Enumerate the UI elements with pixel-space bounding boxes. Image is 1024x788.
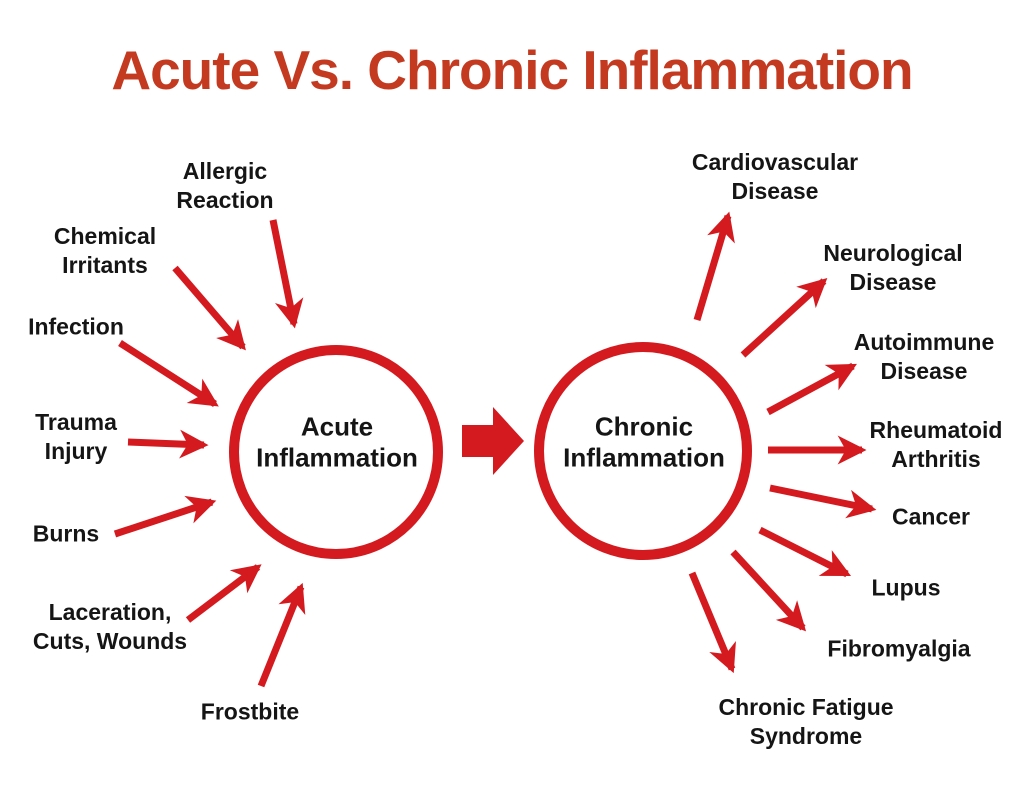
cause-arrow-infection [118, 340, 219, 407]
cause-label-trauma-injury: Trauma Injury [35, 409, 117, 464]
cause-label-allergic-reaction: Allergic Reaction [176, 158, 274, 213]
chronic-inflammation-circle [534, 342, 752, 560]
chronic-node-label: Chronic Inflammation [563, 411, 725, 472]
cause-label-chemical-irritants: Chemical Irritants [53, 223, 157, 278]
cause-arrow-laceration [185, 564, 262, 623]
cause-arrow-frostbite [257, 582, 306, 688]
acute-inflammation-circle [229, 345, 443, 559]
effect-label-chronic-fatigue: Chronic Fatigue Syndrome [718, 694, 894, 749]
effect-label-neurological: Neurological Disease [823, 240, 963, 295]
effect-label-cancer: Cancer [892, 503, 970, 530]
effect-label-autoimmune: Autoimmune Disease [853, 329, 995, 384]
cause-label-laceration: Laceration, Cuts, Wounds [32, 599, 188, 654]
effect-arrow-autoimmune [766, 362, 857, 416]
cause-arrow-allergic-reaction [269, 219, 304, 329]
effect-label-cardiovascular: Cardiovascular Disease [691, 149, 859, 204]
page-title: Acute Vs. Chronic Inflammation [111, 39, 913, 101]
cause-label-frostbite: Frostbite [200, 698, 300, 725]
effect-arrow-cardiovascular [693, 211, 735, 321]
effect-arrow-neurological [740, 277, 828, 358]
effect-label-lupus: Lupus [871, 574, 941, 601]
transition-arrow [462, 407, 524, 475]
effect-arrow-chronic-fatigue [688, 571, 736, 674]
effect-arrow-lupus [758, 526, 852, 578]
cause-arrow-chemical-irritants [172, 265, 246, 351]
effect-arrow-fibromyalgia [730, 549, 807, 632]
cause-label-infection: Infection [28, 313, 124, 340]
cause-arrow-burns [113, 495, 217, 538]
effect-arrow-cancer [769, 484, 877, 519]
effect-label-rheumatoid: Rheumatoid Arthritis [869, 417, 1003, 472]
cause-label-burns: Burns [32, 520, 100, 547]
effect-label-fibromyalgia: Fibromyalgia [827, 635, 971, 662]
acute-node-label: Acute Inflammation [256, 411, 418, 472]
cause-arrow-trauma-injury [127, 429, 209, 459]
